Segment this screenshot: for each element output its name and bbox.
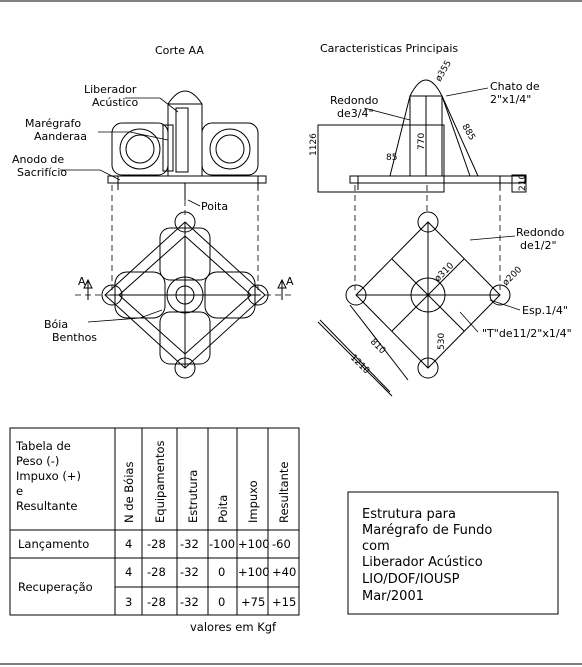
dim-810: 810 xyxy=(368,337,387,356)
label-chato-1: Chato de xyxy=(490,80,540,93)
row-label-recuperacao: Recuperação xyxy=(18,580,93,594)
label-boia-2: Benthos xyxy=(52,331,97,344)
label-maregrafo-2: Aanderaa xyxy=(34,130,87,143)
table-row: 4 -28 -32 0 +100 +40 xyxy=(125,565,296,579)
dim-210: 210 xyxy=(518,174,528,191)
dim-355: ø355 xyxy=(434,59,454,84)
table-cell: 4 xyxy=(125,537,132,551)
col-header-poita: Poita xyxy=(216,495,230,523)
label-boia-1: Bóia xyxy=(44,318,68,331)
title-block-line-1: Estrutura para xyxy=(362,507,456,522)
label-maregrafo-1: Marégrafo xyxy=(25,117,81,130)
table-row: 3 -28 -32 0 +75 +15 xyxy=(125,595,296,609)
table-cell: -32 xyxy=(180,537,199,551)
table-cell: 0 xyxy=(218,595,225,609)
leader-lines-right xyxy=(363,87,521,333)
label-redondo-mid-2: de1/2" xyxy=(520,239,557,252)
dim-530: 530 xyxy=(437,333,447,350)
table-cell: -60 xyxy=(272,537,291,551)
characteristics-title: Caracteristicas Principais xyxy=(320,42,458,55)
units-note: valores em Kgf xyxy=(190,620,277,634)
table-cell: -32 xyxy=(180,595,199,609)
table-cell: 4 xyxy=(125,565,132,579)
characteristics-elevation xyxy=(317,79,527,193)
label-liberador-1: Liberador xyxy=(84,83,137,96)
dim-310: ø310 xyxy=(433,261,456,284)
table-cell: -28 xyxy=(147,595,166,609)
title-block-line-6: Mar/2001 xyxy=(362,589,424,604)
table-cell: +40 xyxy=(272,565,296,579)
title-block-line-4: Liberador Acústico xyxy=(362,555,483,570)
characteristics-plan xyxy=(317,211,511,397)
table-cell: -100 xyxy=(209,537,235,551)
title-block-line-5: LIO/DOF/IOUSP xyxy=(362,572,460,587)
section-aa-title: Corte AA xyxy=(155,44,204,57)
col-header-impuxo: Impuxo xyxy=(246,480,260,523)
table-cell: +75 xyxy=(241,595,265,609)
row-label-lancamento: Lançamento xyxy=(18,537,89,551)
section-aa-plan xyxy=(83,211,287,379)
weight-table xyxy=(9,427,300,616)
table-header-2: Peso (-) xyxy=(16,454,59,468)
table-cell: +100 xyxy=(238,565,270,579)
dim-85: 85 xyxy=(386,153,397,163)
dim-1126: 1126 xyxy=(309,133,319,156)
table-header-1: Tabela de xyxy=(15,439,71,453)
label-redondo-mid-1: Redondo xyxy=(516,226,565,239)
label-redondo-top-2: de3/4" xyxy=(337,107,374,120)
table-header-5: Resultante xyxy=(16,499,77,513)
table-cell: +15 xyxy=(272,595,296,609)
col-header-estrutura: Estrutura xyxy=(186,470,200,523)
title-block-frame xyxy=(347,491,559,615)
table-row: 4 -28 -32 -100 +100 -60 xyxy=(125,537,291,551)
section-mark-left: A xyxy=(78,275,86,288)
label-anodo-2: Sacrifício xyxy=(17,166,67,179)
label-liberador-2: Acústico xyxy=(92,96,138,109)
title-block-line-3: com xyxy=(362,539,390,554)
section-mark-right: A xyxy=(286,275,294,288)
table-cell: 0 xyxy=(218,565,225,579)
table-cell: -28 xyxy=(147,537,166,551)
label-redondo-top-1: Redondo xyxy=(330,94,379,107)
table-cell: 3 xyxy=(125,595,132,609)
dim-770: 770 xyxy=(417,133,427,150)
table-cell: -28 xyxy=(147,565,166,579)
label-chato-2: 2"x1/4" xyxy=(490,93,531,106)
table-header-4: e xyxy=(16,484,23,498)
col-header-equipamentos: Equipamentos xyxy=(153,440,167,523)
table-cell: -32 xyxy=(180,565,199,579)
title-block-line-2: Marégrafo de Fundo xyxy=(362,523,492,538)
label-esp: Esp.1/4" xyxy=(522,304,568,317)
dim-200: ø200 xyxy=(501,265,524,288)
col-header-boias: N de Bóias xyxy=(122,462,136,523)
leader-lines-left xyxy=(60,97,201,323)
table-cell: +100 xyxy=(238,537,270,551)
table-header-3: Impuxo (+) xyxy=(16,469,81,483)
label-anodo-1: Anodo de xyxy=(12,153,64,166)
dim-1210: 1210 xyxy=(348,353,371,376)
label-tee: "T"de11/2"x1/4" xyxy=(482,327,572,340)
label-poita: Poita xyxy=(201,200,228,213)
col-header-resultante: Resultante xyxy=(277,462,291,523)
